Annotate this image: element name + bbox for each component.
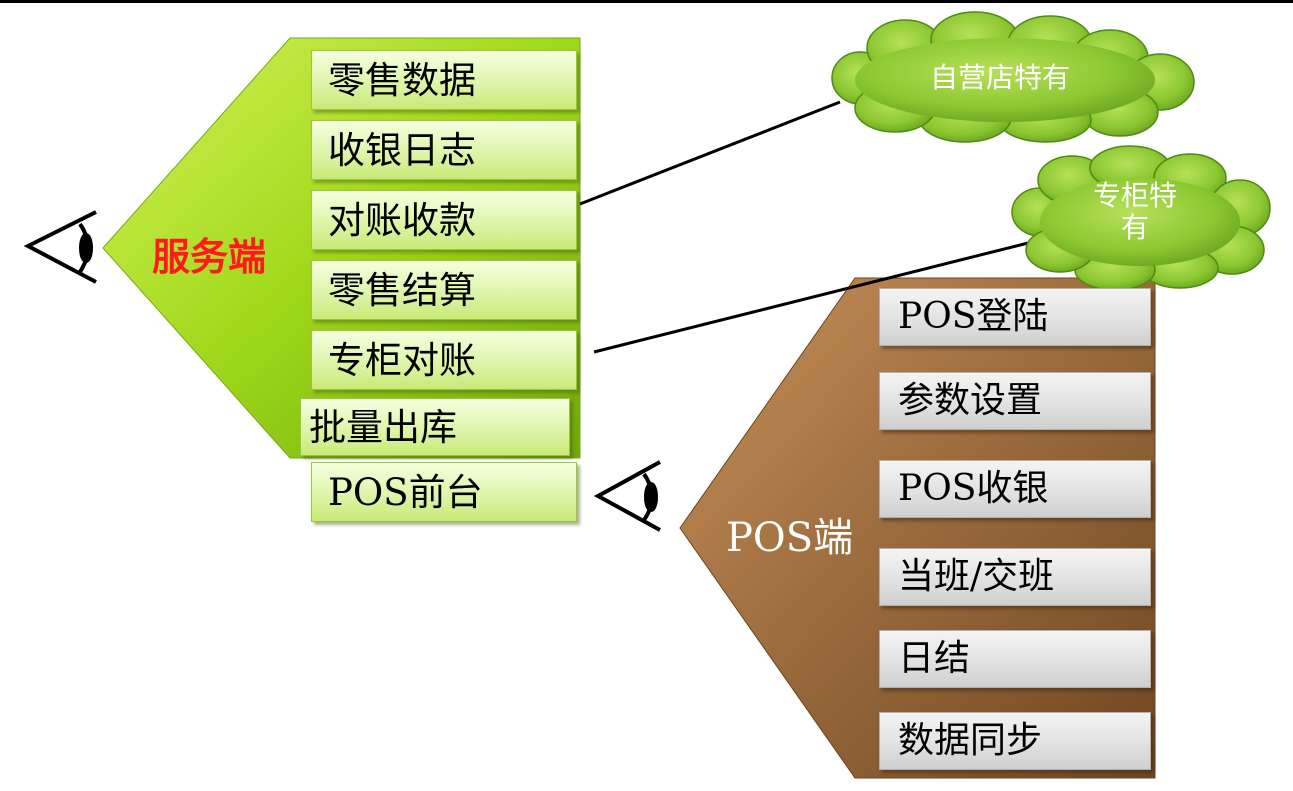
server-item-pos-frontend: POS前台: [311, 462, 577, 522]
cloud-counter: [1011, 145, 1271, 291]
pos-item-parameter-settings: 参数设置: [879, 372, 1151, 430]
pos-item-login: POS登陆: [879, 288, 1151, 346]
server-item-batch-outbound: 批量出库: [300, 398, 570, 456]
pos-item-shift: 当班/交班: [879, 548, 1151, 606]
top-rule: [0, 0, 1293, 3]
server-item-retail-data: 零售数据: [311, 50, 577, 110]
server-item-counter-reconciliation: 专柜对账: [311, 330, 577, 390]
callout-self-operated-text: 自营店特有: [929, 61, 1070, 94]
eye-icon: [593, 460, 661, 532]
callout-line-self-operated: [579, 100, 841, 206]
callout-line-counter: [593, 236, 1049, 354]
pos-side-label: POS端: [726, 515, 854, 561]
server-side-label: 服务端: [152, 235, 267, 279]
callout-counter-text: 专柜特 有: [1070, 179, 1200, 245]
pos-item-cashier: POS收银: [879, 460, 1151, 518]
callout-counter-text-content: 专柜特 有: [1092, 179, 1177, 245]
cloud-self-operated: [831, 11, 1195, 143]
server-item-retail-settlement: 零售结算: [311, 260, 577, 320]
eye-icon: [23, 210, 97, 284]
server-item-reconciliation: 对账收款: [311, 190, 577, 250]
pos-item-daily-close: 日结: [879, 630, 1151, 688]
server-item-cash-log: 收银日志: [311, 120, 577, 180]
pos-item-data-sync: 数据同步: [879, 712, 1151, 770]
